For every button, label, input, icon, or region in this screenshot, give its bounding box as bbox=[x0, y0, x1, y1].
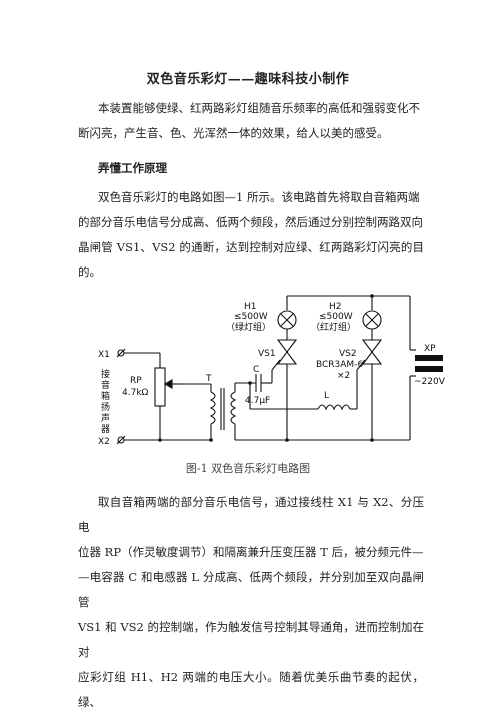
principle-paragraph: 双色音乐彩灯的电路如图—1 所示。该电路首先将取自音箱两端 的部分音乐电信号分成… bbox=[78, 185, 424, 285]
c-label: C bbox=[253, 365, 259, 375]
terminal-x1 bbox=[117, 349, 125, 357]
vs2-label: VS2 bbox=[339, 349, 357, 359]
body-paragraph: 取自音箱两端的部分音乐电信号，通过接线柱 X1 与 X2、分压电 位器 RP（作… bbox=[78, 490, 424, 715]
lamp-h2-cross-b bbox=[365, 313, 379, 327]
principle-line-2: 的部分音乐电信号分成高、低两个频段，然后通过分别控制两路双向 bbox=[78, 215, 423, 229]
intro-line-2: 断闪亮，产生音、色、光浑然一体的效果，给人以美的感受。 bbox=[78, 126, 389, 140]
body-line-3: —电容器 C 和电感器 L 分成高、低两个频段，并分别加至双向晶闸管 bbox=[78, 570, 424, 609]
mains-label: ~220V bbox=[414, 377, 446, 387]
h1-label: H1 bbox=[244, 302, 257, 312]
inductor-coil bbox=[317, 404, 351, 411]
junction-dot-pri bbox=[209, 438, 213, 442]
vs1-triangle-down bbox=[276, 339, 298, 353]
vs1-triangle-up bbox=[276, 351, 298, 365]
rp-body bbox=[154, 367, 166, 407]
plug-blade-bottom bbox=[415, 366, 443, 372]
junction-dot-cap bbox=[248, 381, 252, 385]
speaker-char-6: 器 bbox=[101, 424, 110, 435]
intro-line-1: 本装置能够使绿、红两路彩灯组随音乐频率的高低和强弱变化不 bbox=[98, 101, 420, 115]
body-line-4: VS1 和 VS2 的控制端，作为触发信号控制其导通角，进而控制加在对 bbox=[78, 620, 424, 659]
h1-rating: ≤500W bbox=[234, 312, 268, 322]
figure-caption: 图-1 双色音乐彩灯电路图 bbox=[185, 462, 311, 475]
terminal-x2 bbox=[117, 436, 125, 444]
junction-dot-vs2 bbox=[370, 438, 374, 442]
t-label: T bbox=[205, 374, 212, 384]
vs2-triangle-down bbox=[361, 339, 383, 353]
lamp-h1-cross-b bbox=[280, 313, 294, 327]
document-title: 双色音乐彩灯——趣味科技小制作 bbox=[146, 72, 350, 87]
junction-dot-rp bbox=[158, 438, 162, 442]
xp-label: XP bbox=[424, 344, 436, 354]
body-line-5: 应彩灯组 H1、H2 两端的电压大小。随着优美乐曲节奏的起伏，绿、 bbox=[78, 670, 424, 709]
vs1-label: VS1 bbox=[258, 349, 276, 359]
h2-rating: ≤500W bbox=[319, 312, 353, 322]
body-line-2: 位器 RP（作灵敏度调节）和隔离兼升压变压器 T 后，被分频元件— bbox=[78, 545, 424, 559]
speaker-char-3: 箱 bbox=[101, 390, 110, 402]
section-heading: 弄懂工作原理 bbox=[98, 161, 167, 175]
l-label: L bbox=[324, 391, 329, 401]
plug-blade-top bbox=[415, 355, 443, 361]
vs2-gate bbox=[356, 359, 366, 371]
terminal-x2-slash bbox=[116, 435, 126, 445]
vs2-qty: ×2 bbox=[337, 371, 350, 381]
h2-label: H2 bbox=[329, 302, 342, 312]
speaker-char-5: 声 bbox=[101, 412, 110, 424]
principle-line-1: 双色音乐彩灯的电路如图—1 所示。该电路首先将取自音箱两端 bbox=[98, 190, 420, 204]
rp-label: RP bbox=[130, 376, 142, 386]
junction-dot-top bbox=[370, 294, 374, 298]
junction-dot-vs1 bbox=[285, 438, 289, 442]
vs1-gate bbox=[271, 359, 281, 371]
principle-line-3: 晶闸管 VS1、VS2 的通断，达到控制对应绿、红两路彩灯闪亮的目的。 bbox=[78, 240, 424, 279]
terminal-x1-slash bbox=[116, 348, 126, 358]
x1-label: X1 bbox=[98, 350, 110, 360]
speaker-char-4: 扬 bbox=[101, 401, 110, 413]
speaker-char-2: 音 bbox=[101, 379, 110, 391]
h1-group: （绿灯组） bbox=[226, 321, 271, 333]
vs2-model: BCR3AM-6 bbox=[316, 360, 363, 370]
x2-label: X2 bbox=[98, 437, 110, 447]
intro-paragraph: 本装置能够使绿、红两路彩灯组随音乐频率的高低和强弱变化不 断闪亮，产生音、色、光… bbox=[78, 96, 424, 146]
body-line-1: 取自音箱两端的部分音乐电信号，通过接线柱 X1 与 X2、分压电 bbox=[78, 495, 424, 534]
transformer-secondary bbox=[230, 391, 237, 425]
h2-group: （红灯组） bbox=[311, 321, 356, 333]
speaker-char-1: 接 bbox=[101, 368, 110, 380]
vs2-triangle-up bbox=[361, 351, 383, 365]
rp-value: 4.7kΩ bbox=[122, 388, 149, 398]
rp-wiper-arrow bbox=[163, 379, 173, 389]
c-value: 4.7μF bbox=[245, 396, 270, 406]
transformer-primary bbox=[209, 391, 216, 425]
